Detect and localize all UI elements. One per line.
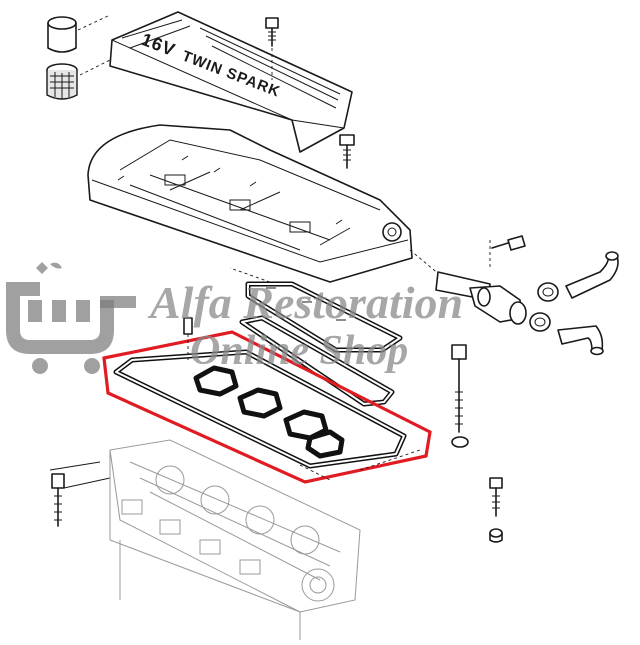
- watermark-line-2: Online Shop: [190, 328, 408, 374]
- bolt-lower-left: [49, 461, 111, 527]
- stud-left: [183, 317, 193, 360]
- watermark: Alfa Restoration Online Shop: [6, 262, 463, 374]
- cart-logo-icon: [6, 262, 136, 374]
- watermark-line-1: Alfa Restoration: [147, 277, 463, 328]
- valve-cover-gasket-set: [113, 315, 407, 469]
- breather-screw: [491, 235, 526, 251]
- plug-cover-gasket: [229, 267, 403, 353]
- hose-clamp-lower: [529, 312, 551, 332]
- highlight-outline: [102, 330, 432, 484]
- engine-top-cover: 16V TWIN SPARK: [109, 11, 353, 153]
- cover-bolt-top: [265, 17, 279, 80]
- cover-bolt-mid: [339, 134, 355, 169]
- long-bolt: [451, 344, 469, 448]
- spark-plug-seals: [193, 365, 345, 459]
- oil-cap-parts: [46, 14, 111, 100]
- hose-clamp-upper: [537, 282, 559, 302]
- valve-cover-housing: [87, 124, 413, 283]
- breather-hose-assembly: [409, 235, 619, 356]
- bolt-lower-right: [489, 477, 503, 543]
- cylinder-head: [109, 439, 421, 640]
